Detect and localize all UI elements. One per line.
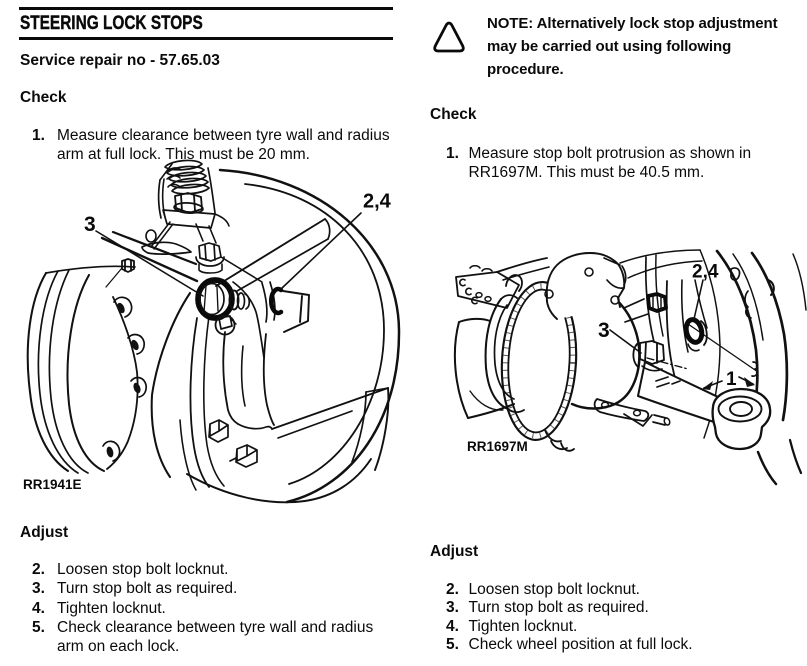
svg-text:3: 3 [598, 319, 610, 342]
svg-text:3: 3 [84, 213, 96, 236]
svg-text:RR1941E: RR1941E [23, 477, 82, 492]
svg-text:2,4: 2,4 [363, 191, 392, 213]
svg-text:2,4: 2,4 [692, 262, 719, 283]
svg-text:1: 1 [726, 369, 737, 390]
svg-text:RR1697M: RR1697M [467, 439, 528, 454]
